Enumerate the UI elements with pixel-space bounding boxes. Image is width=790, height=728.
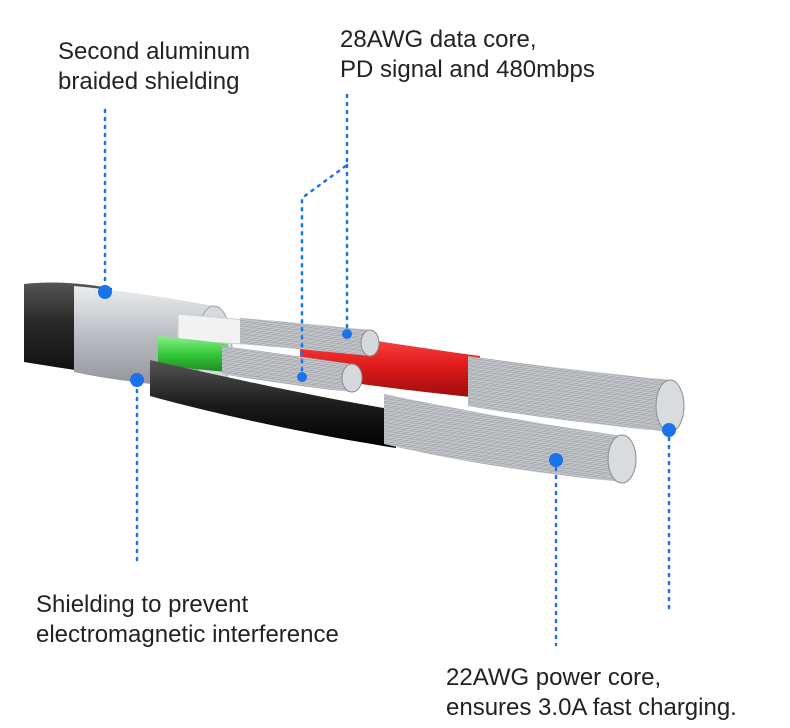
label-data-core: 28AWG data core, PD signal and 480mbps: [340, 25, 595, 85]
callout-dot-power-core-lower: [549, 453, 563, 467]
label-emi-shielding: Shielding to prevent electromagnetic int…: [36, 590, 339, 650]
label-power-core: 22AWG power core, ensures 3.0A fast char…: [446, 663, 737, 723]
label-line: ensures 3.0A fast charging.: [446, 693, 737, 723]
callout-dot-data-core-upper: [342, 329, 352, 339]
label-line: braided shielding: [58, 67, 250, 97]
callout-dot-shielding-emi: [130, 373, 144, 387]
label-line: Shielding to prevent: [36, 590, 339, 620]
label-line: PD signal and 480mbps: [340, 55, 595, 85]
callout-dot-power-core-upper: [662, 423, 676, 437]
callout-dot-data-core-lower: [297, 372, 307, 382]
label-line: Second aluminum: [58, 37, 250, 67]
label-line: 22AWG power core,: [446, 663, 737, 693]
label-second-aluminum-shielding: Second aluminum braided shielding: [58, 37, 250, 97]
label-line: electromagnetic interference: [36, 620, 339, 650]
callout-dot-second-shielding: [98, 285, 112, 299]
label-line: 28AWG data core,: [340, 25, 595, 55]
